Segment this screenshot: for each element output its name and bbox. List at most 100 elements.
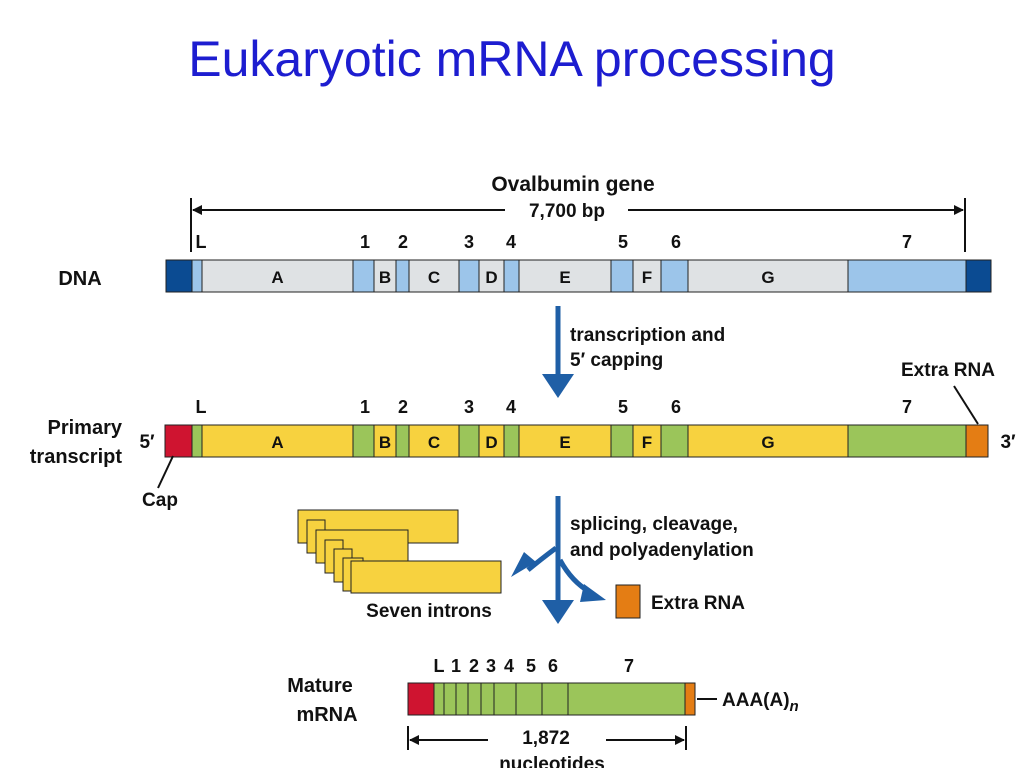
primary-intron-label: B — [379, 433, 391, 452]
primary-exon-segment — [610, 424, 634, 458]
dna-exon-segment — [458, 259, 480, 293]
mature-exon-segment — [567, 682, 686, 716]
five-prime-label: 5′ — [139, 432, 155, 453]
splicing-step-line1: splicing, cleavage, — [570, 514, 738, 535]
dna-intron-label: G — [761, 268, 774, 287]
primary-intron-segment — [408, 424, 460, 458]
primary-transcript-label-line1: Primary — [48, 417, 123, 439]
primary-three-prime-end — [965, 424, 989, 458]
primary-exon-segment — [660, 424, 689, 458]
primary-intron-segment — [518, 424, 612, 458]
primary-intron-label: E — [559, 433, 570, 452]
dna-exon-segment — [395, 259, 410, 293]
mature-exon-segment — [467, 682, 482, 716]
poly-a-tail-label: AAA(A)n — [722, 690, 799, 715]
mature-exon-segment — [455, 682, 469, 716]
mrna-length-unit: nucleotides — [499, 754, 605, 768]
introns-branch-arrow-head — [511, 552, 536, 577]
dna-intron-label: A — [271, 268, 283, 287]
dna-exon-segment — [503, 259, 520, 293]
dna-intron-segment — [478, 259, 505, 293]
dna-intron-label: D — [485, 268, 497, 287]
mature-exon-label: 3 — [486, 656, 496, 676]
three-prime-label: 3′ — [1000, 432, 1016, 453]
primary-exon-segment — [847, 424, 967, 458]
dna-exon-label: 2 — [398, 232, 408, 252]
transcription-step-line2: 5′ capping — [570, 350, 663, 371]
primary-intron-label: F — [642, 433, 652, 452]
dna-intron-label: F — [642, 268, 652, 287]
dna-five-prime-end — [165, 259, 193, 293]
primary-intron-label: D — [485, 433, 497, 452]
dna-intron-segment — [632, 259, 662, 293]
dna-intron-label: B — [379, 268, 391, 287]
mature-exon-segment — [515, 682, 543, 716]
gene-length: 7,700 bp — [529, 201, 605, 222]
slide-title: Eukaryotic mRNA processing — [188, 31, 836, 87]
mature-exon-label: 6 — [548, 656, 558, 676]
primary-intron-segment — [632, 424, 662, 458]
mature-exon-label: L — [434, 656, 445, 676]
primary-exon-label: L — [196, 397, 207, 417]
seven-introns-stack — [297, 509, 502, 594]
primary-intron-segment — [201, 424, 354, 458]
mature-poly-a-tail — [684, 682, 696, 716]
dna-exon-label: 5 — [618, 232, 628, 252]
dna-exon-label: 4 — [506, 232, 516, 252]
primary-exon-segment — [352, 424, 375, 458]
transcription-arrow-head — [542, 374, 574, 398]
primary-five-prime-end — [164, 424, 193, 458]
primary-exon-label: 2 — [398, 397, 408, 417]
mature-exon-segment — [480, 682, 495, 716]
mature-exon-label: 1 — [451, 656, 461, 676]
dna-intron-segment — [201, 259, 354, 293]
primary-exon-segment — [458, 424, 480, 458]
mature-exon-label: 2 — [469, 656, 479, 676]
primary-intron-label: C — [428, 433, 440, 452]
extra-rna-top-label: Extra RNA — [901, 360, 995, 381]
poly-a-subscript: n — [790, 698, 799, 715]
introns-branch-arrow — [526, 546, 558, 572]
extra-rna-branch-arrow-head — [580, 584, 606, 602]
gene-name: Ovalbumin gene — [491, 173, 654, 196]
poly-a-text: AAA(A) — [722, 690, 790, 711]
mature-mrna-label-line2: mRNA — [296, 704, 357, 726]
mature-exon-segment — [541, 682, 569, 716]
dna-intron-label: E — [559, 268, 570, 287]
dna-exon-label: 6 — [671, 232, 681, 252]
mature-exon-label: 5 — [526, 656, 536, 676]
mature-cap — [407, 682, 435, 716]
splicing-step-line2: and polyadenylation — [570, 540, 754, 561]
dna-intron-segment — [687, 259, 849, 293]
dna-intron-label: C — [428, 268, 440, 287]
dna-exon-segment — [610, 259, 634, 293]
dna-exon-label: 1 — [360, 232, 370, 252]
primary-exon-label: 3 — [464, 397, 474, 417]
dna-exon-segment — [847, 259, 967, 293]
mature-exon-label: 7 — [624, 656, 634, 676]
primary-transcript-label-line2: transcript — [30, 446, 123, 468]
primary-exon-segment — [395, 424, 410, 458]
mature-exon-label: 4 — [504, 656, 514, 676]
mature-exon-segment — [433, 682, 445, 716]
dna-row-label: DNA — [58, 268, 101, 290]
cap-pointer — [157, 455, 174, 489]
mrna-length: 1,872 — [522, 728, 570, 749]
seven-introns-label: Seven introns — [366, 601, 492, 622]
mature-exon-segment — [443, 682, 457, 716]
mature-mrna-label-line1: Mature — [287, 675, 353, 697]
splicing-arrow-head — [542, 600, 574, 624]
primary-intron-segment — [687, 424, 849, 458]
dna-exon-segment — [352, 259, 375, 293]
dna-exon-label: L — [196, 232, 207, 252]
primary-exon-label: 4 — [506, 397, 516, 417]
extra-rna-pointer — [953, 385, 979, 425]
transcription-step-line1: transcription and — [570, 325, 725, 346]
primary-intron-label: A — [271, 433, 283, 452]
dna-exon-segment — [660, 259, 689, 293]
extra-rna-bottom-label: Extra RNA — [651, 593, 745, 614]
primary-exon-label: 1 — [360, 397, 370, 417]
mature-exon-segment — [493, 682, 517, 716]
dna-exon-segment — [191, 259, 203, 293]
